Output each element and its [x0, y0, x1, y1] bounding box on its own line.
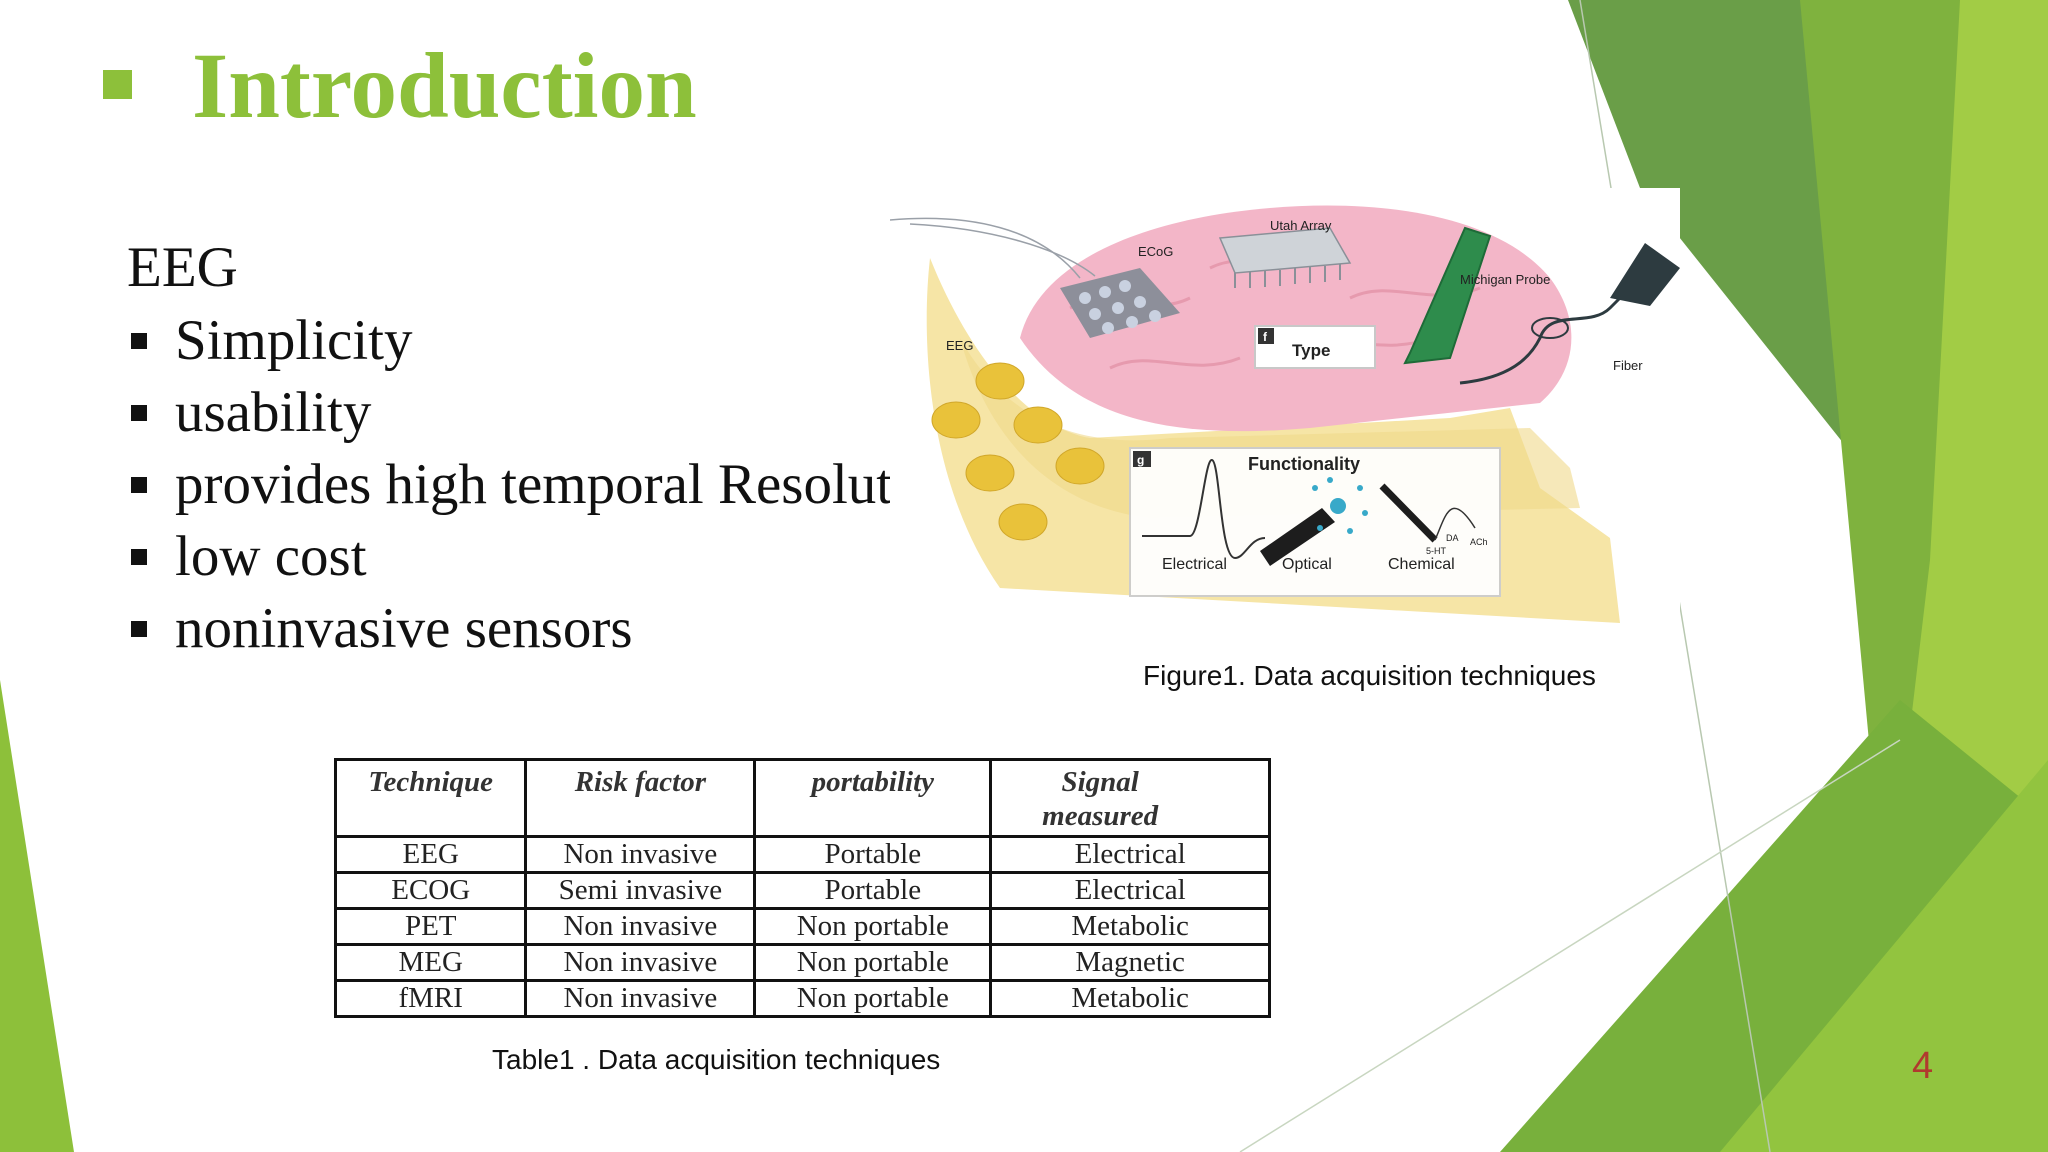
- header-signal-measured: Signal measured: [989, 758, 1271, 838]
- table-row: MEG Non invasive Non portable Magnetic: [333, 943, 1271, 982]
- acquisition-figure: Utah Array ECoG Michigan Probe EEG Fiber…: [890, 188, 1680, 623]
- table-cell: Non invasive: [524, 943, 757, 982]
- table-cell: Non invasive: [524, 907, 757, 946]
- table-row: EEG Non invasive Portable Electrical: [333, 835, 1271, 874]
- label-optical: Optical: [1282, 556, 1332, 573]
- thin-line-2: [1239, 739, 1901, 1152]
- table-row: fMRI Non invasive Non portable Metabolic: [333, 979, 1271, 1018]
- label-chemical: Chemical: [1388, 556, 1455, 573]
- table-row: ECOG Semi invasive Portable Electrical: [333, 871, 1271, 910]
- title-bullet-icon: [103, 70, 132, 99]
- fiber: [1459, 243, 1680, 385]
- brain-shape: [1020, 205, 1572, 432]
- label-panel-f: f: [1263, 330, 1268, 344]
- header-portability: portability: [753, 758, 993, 838]
- table-cell: Metabolic: [989, 979, 1271, 1018]
- table-cell: Non portable: [753, 979, 993, 1018]
- label-functionality: Functionality: [1248, 454, 1360, 474]
- table-cell: Non portable: [753, 907, 993, 946]
- table-cell: Metabolic: [989, 907, 1271, 946]
- table-caption: Table1 . Data acquisition techniques: [492, 1044, 941, 1075]
- table-cell: Electrical: [989, 835, 1271, 874]
- panel-f-marker: [1258, 328, 1274, 344]
- chemical-probe: [1379, 483, 1438, 543]
- bullet-item: Simplicity: [127, 305, 965, 377]
- table-cell: PET: [333, 907, 528, 946]
- table-cell: Portable: [753, 871, 993, 910]
- label-panel-g: g: [1137, 453, 1144, 467]
- left-edge-facet: [0, 680, 74, 1152]
- table-cell: Electrical: [989, 871, 1271, 910]
- table-cell: Non invasive: [524, 979, 757, 1018]
- table-cell: Non portable: [753, 943, 993, 982]
- right-lower-light-facet: [1720, 760, 2048, 1152]
- label-michigan-probe: Michigan Probe: [1460, 272, 1550, 287]
- square-bullet-icon: [131, 477, 147, 493]
- table-header-row: Technique Risk factor portability Signal…: [333, 758, 1271, 838]
- bullet-text: noninvasive sensors: [175, 597, 633, 660]
- bullet-text: usability: [175, 381, 372, 444]
- table-cell: ECOG: [333, 871, 528, 910]
- table-cell: fMRI: [333, 979, 528, 1018]
- acquisition-table: Technique Risk factor portability Signal…: [333, 758, 1271, 1018]
- electrical-waveform: [1142, 458, 1266, 560]
- table-cell: Semi invasive: [524, 871, 757, 910]
- header-risk-factor: Risk factor: [524, 758, 757, 838]
- page-number: 4: [1912, 1045, 1934, 1087]
- optical-probe: [1260, 508, 1335, 566]
- table-row: PET Non invasive Non portable Metabolic: [333, 907, 1271, 946]
- type-box: [1254, 325, 1376, 369]
- optical-sparkle: [1312, 477, 1368, 534]
- square-bullet-icon: [131, 405, 147, 421]
- square-bullet-icon: [131, 549, 147, 565]
- label-fiber: Fiber: [1613, 358, 1643, 373]
- ecog-grid: [890, 217, 1180, 338]
- bullet-text: Simplicity: [175, 309, 413, 372]
- bullet-text: low cost: [175, 525, 367, 588]
- label-da: DA: [1446, 533, 1459, 543]
- table-cell: Non invasive: [524, 835, 757, 874]
- bullet-item: low cost: [127, 521, 965, 593]
- table-cell: MEG: [333, 943, 528, 982]
- label-ecog: ECoG: [1138, 244, 1173, 259]
- bullet-item: usability: [127, 377, 965, 449]
- panel-g-marker: [1133, 451, 1151, 467]
- table-cell: Portable: [753, 835, 993, 874]
- slide-title: Introduction: [192, 35, 697, 138]
- square-bullet-icon: [131, 621, 147, 637]
- bullet-item: provides high temporal Resolution: [127, 449, 965, 521]
- content-heading: EEG: [127, 236, 238, 299]
- label-utah-array: Utah Array: [1270, 218, 1332, 233]
- chemical-signal: [1434, 507, 1476, 541]
- eeg-electrodes: [931, 362, 1105, 541]
- bullet-list: Simplicity usability provides high tempo…: [127, 305, 965, 665]
- table-cell: EEG: [333, 835, 528, 874]
- table-cell: Magnetic: [989, 943, 1271, 982]
- figure-caption: Figure1. Data acquisition techniques: [1143, 660, 1596, 691]
- label-electrical: Electrical: [1162, 556, 1227, 573]
- label-ach: ACh: [1470, 537, 1488, 547]
- header-technique: Technique: [333, 758, 528, 838]
- bullet-text: provides high temporal Resolution: [175, 453, 965, 516]
- label-type: Type: [1292, 341, 1330, 360]
- square-bullet-icon: [131, 333, 147, 349]
- bullet-item: noninvasive sensors: [127, 593, 965, 665]
- michigan-probe: [1403, 226, 1492, 365]
- label-eeg: EEG: [946, 338, 973, 353]
- label-5ht: 5-HT: [1426, 546, 1447, 556]
- utah-array: [1218, 227, 1352, 288]
